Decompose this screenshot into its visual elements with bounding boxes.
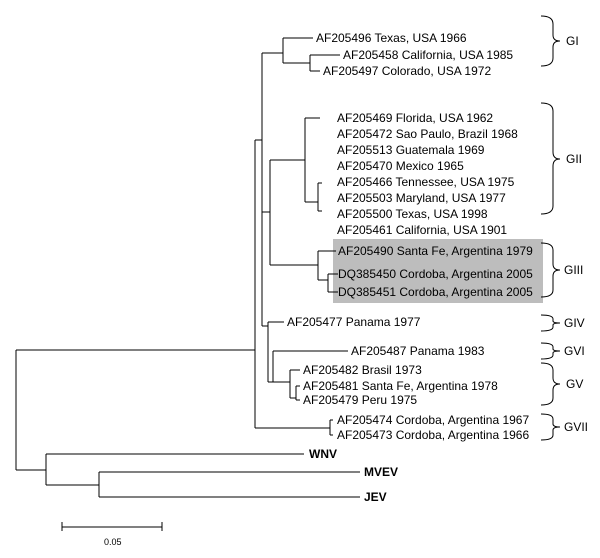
leaf-label: AF205496 Texas, USA 1966 <box>316 31 467 45</box>
brace-gvi <box>540 342 561 360</box>
group-labels: GI GII GIII GIV GVI GV GVII <box>564 34 588 434</box>
group-label-giv: GIV <box>564 316 585 330</box>
outgroup-label-jev: JEV <box>364 490 387 504</box>
group-label-gii: GII <box>566 152 582 166</box>
group-braces <box>540 15 561 441</box>
leaf-label: DQ385450 Cordoba, Argentina 2005 <box>338 267 533 281</box>
outgroup-label-mvev: MVEV <box>364 465 398 479</box>
leaf-label: AF205479 Peru 1975 <box>303 393 417 407</box>
leaf-label: AF205487 Panama 1983 <box>351 344 485 358</box>
group-label-gv: GV <box>566 377 583 391</box>
brace-gv <box>540 362 561 406</box>
group-label-gi: GI <box>566 34 579 48</box>
outgroup-label-wnv: WNV <box>309 447 337 461</box>
leaf-label: DQ385451 Cordoba, Argentina 2005 <box>338 285 533 299</box>
group-label-gvii: GVII <box>564 420 588 434</box>
leaf-label: AF205466 Tennessee, USA 1975 <box>337 175 515 189</box>
scale-bar: 0.05 <box>61 522 163 547</box>
leaf-label: AF205469 Florida, USA 1962 <box>337 111 493 125</box>
giii-highlight-box <box>333 239 543 303</box>
leaf-label: AF205490 Santa Fe, Argentina 1979 <box>338 244 533 258</box>
leaf-label: AF205458 California, USA 1985 <box>343 48 513 62</box>
leaf-label: AF205473 Cordoba, Argentina 1966 <box>337 428 529 442</box>
leaf-label: AF205477 Panama 1977 <box>287 315 421 329</box>
group-label-giii: GIII <box>564 263 583 277</box>
brace-gvii <box>540 413 561 441</box>
brace-gi <box>540 15 561 67</box>
leaf-label: AF205481 Santa Fe, Argentina 1978 <box>303 379 498 393</box>
leaf-label: AF205470 Mexico 1965 <box>337 159 464 173</box>
leaf-label: AF205497 Colorado, USA 1972 <box>323 64 491 78</box>
leaf-label: AF205474 Cordoba, Argentina 1967 <box>337 413 529 427</box>
brace-giv <box>540 314 561 332</box>
scale-bar-label: 0.05 <box>104 537 122 547</box>
leaf-label: AF205482 Brasil 1973 <box>303 363 422 377</box>
tree-branches <box>15 37 360 498</box>
leaf-label: AF205503 Maryland, USA 1977 <box>337 191 506 205</box>
leaf-label: AF205500 Texas, USA 1998 <box>337 207 488 221</box>
brace-giii <box>540 242 561 298</box>
leaf-label: AF205461 California, USA 1901 <box>337 223 507 237</box>
group-label-gvi: GVI <box>564 344 585 358</box>
leaf-labels: AF205496 Texas, USA 1966 AF205458 Califo… <box>287 31 533 504</box>
leaf-label: AF205472 Sao Paulo, Brazil 1968 <box>337 127 518 141</box>
leaf-label: AF205513 Guatemala 1969 <box>337 143 485 157</box>
brace-gii <box>540 102 561 215</box>
